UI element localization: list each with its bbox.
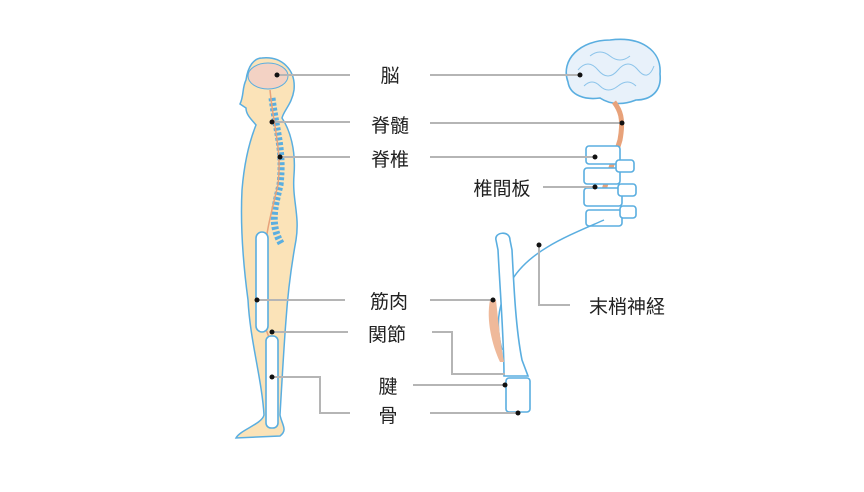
label-intervertebral-disc: 椎間板 [473,178,530,200]
thigh-bone [495,232,530,377]
label-bone: 骨 [378,405,397,427]
label-spinal-cord: 脊髄 [371,115,409,137]
vertebrae [583,145,637,227]
brain-illustration [565,38,661,105]
anatomy-detail-figure [488,38,661,413]
label-muscle: 筋肉 [370,291,408,313]
tibia-bone [265,335,279,429]
spinal-cord [597,100,625,206]
leader-lines [257,74,622,414]
label-tendon: 腱 [378,376,397,398]
muscle-illustration [488,300,504,362]
label-peripheral-nerve: 末梢神経 [589,296,665,318]
femur-bone [255,231,269,333]
leader-dots [254,72,625,416]
lower-leg-bone [505,377,531,413]
label-joint: 関節 [368,324,406,346]
label-spine: 脊椎 [371,149,409,171]
brain-folds [577,51,655,91]
human-body-figure [234,57,298,439]
label-brain: 脳 [380,65,399,87]
